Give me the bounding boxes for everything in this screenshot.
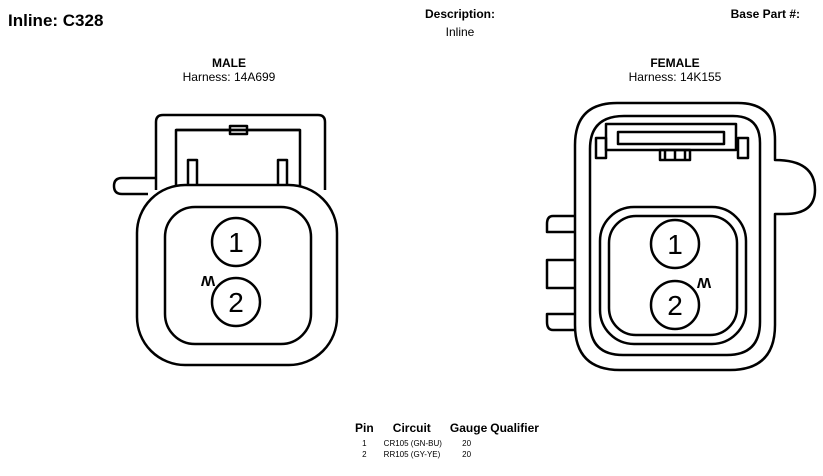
qualifier-cell bbox=[487, 449, 543, 460]
pin-cell: 1 bbox=[362, 439, 367, 448]
circuit-cell: RR105 (GY-YE) bbox=[383, 450, 441, 459]
female-left-latch-top bbox=[545, 214, 575, 234]
table-row: 2 RR105 (GY-YE) 20 bbox=[351, 449, 543, 460]
male-side-ear bbox=[112, 176, 156, 196]
male-body-inner bbox=[163, 205, 313, 346]
female-polarity-marker: W bbox=[696, 274, 711, 291]
female-lock-clip-left bbox=[594, 136, 608, 160]
male-latch-outer bbox=[154, 113, 327, 190]
female-face-outer bbox=[598, 205, 748, 346]
male-harness-label: Harness: 14A699 bbox=[182, 70, 276, 84]
gauge-cell: 20 bbox=[462, 450, 472, 459]
description-label: Description: bbox=[424, 7, 495, 21]
male-body-outer bbox=[135, 183, 339, 367]
female-view-title: FEMALE bbox=[650, 56, 700, 70]
male-latch-prong-left bbox=[186, 158, 199, 190]
circuit-cell: CR105 (GN-BU) bbox=[383, 439, 442, 448]
male-pin-2-label: 2 bbox=[228, 287, 244, 318]
base-part-label: Base Part #: bbox=[730, 7, 800, 21]
female-face-inner bbox=[607, 214, 739, 337]
male-pin-1-label: 1 bbox=[228, 227, 244, 258]
female-pin-1-label: 1 bbox=[667, 229, 683, 260]
gauge-column-header: Gauge bbox=[449, 421, 488, 435]
female-lock-frame bbox=[604, 122, 738, 152]
female-pin-2-cavity bbox=[649, 279, 701, 331]
description-value: Inline bbox=[445, 25, 475, 39]
connector-title: Inline: C328 bbox=[8, 11, 104, 30]
table-row: 1 CR105 (GN-BU) 20 bbox=[351, 438, 543, 449]
female-harness-label: Harness: 14K155 bbox=[628, 70, 722, 84]
pin-column-header: Pin bbox=[355, 421, 374, 435]
female-pin-2-label: 2 bbox=[667, 290, 683, 321]
circuit-column-header: Circuit bbox=[392, 421, 431, 435]
female-body-mid bbox=[588, 114, 762, 357]
female-left-latch-mid bbox=[545, 258, 575, 290]
female-body-outer bbox=[573, 101, 817, 372]
pin-cell: 2 bbox=[362, 450, 367, 459]
qualifier-column-header: Qualifier bbox=[490, 421, 539, 435]
female-left-latch-bottom bbox=[545, 312, 575, 332]
male-connector bbox=[112, 113, 339, 367]
female-lock-slot bbox=[616, 130, 726, 146]
pin-table-header: Pin Circuit Gauge Qualifier bbox=[351, 421, 543, 438]
gauge-cell: 20 bbox=[462, 439, 472, 448]
female-lock-clip-right bbox=[736, 136, 750, 160]
male-pin-1-cavity bbox=[210, 216, 262, 268]
male-latch-tab bbox=[228, 124, 249, 136]
female-pin-1-cavity bbox=[649, 218, 701, 270]
qualifier-cell bbox=[487, 438, 543, 449]
pin-table: Pin Circuit Gauge Qualifier 1 CR105 (GN-… bbox=[351, 421, 543, 460]
female-connector bbox=[545, 101, 817, 372]
male-latch-prong-right bbox=[276, 158, 289, 190]
male-polarity-marker: W bbox=[200, 272, 215, 289]
male-pin-2-cavity bbox=[210, 276, 262, 328]
male-view-title: MALE bbox=[212, 56, 246, 70]
